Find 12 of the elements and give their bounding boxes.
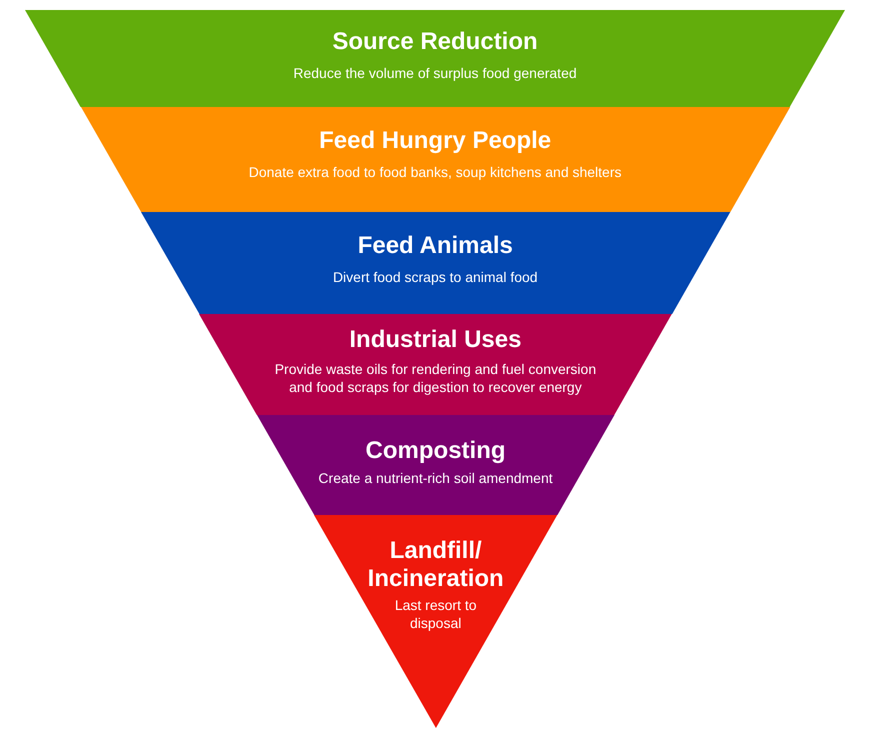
tier-description: Divert food scraps to animal food (332, 268, 539, 286)
tier-title: Industrial Uses (348, 326, 522, 354)
tier-title: Composting (364, 437, 507, 465)
tier-description: Provide waste oils for rendering and fuel conversion and food scraps for digestion to recover energy (274, 360, 598, 396)
tier-description: Last resort to disposal (394, 596, 477, 633)
tier-title: Source Reduction (331, 28, 539, 56)
tier-title: Feed Hungry People (318, 127, 552, 155)
tier-description: Donate extra food to food banks, soup kitchens and shelters (248, 162, 623, 181)
tier-description: Create a nutrient-rich soil amendment (317, 468, 554, 487)
tier-title: Feed Animals (356, 232, 514, 260)
tier-description: Reduce the volume of surplus food generated (292, 64, 578, 82)
tier-title: Landfill/ Incineration (366, 537, 505, 592)
